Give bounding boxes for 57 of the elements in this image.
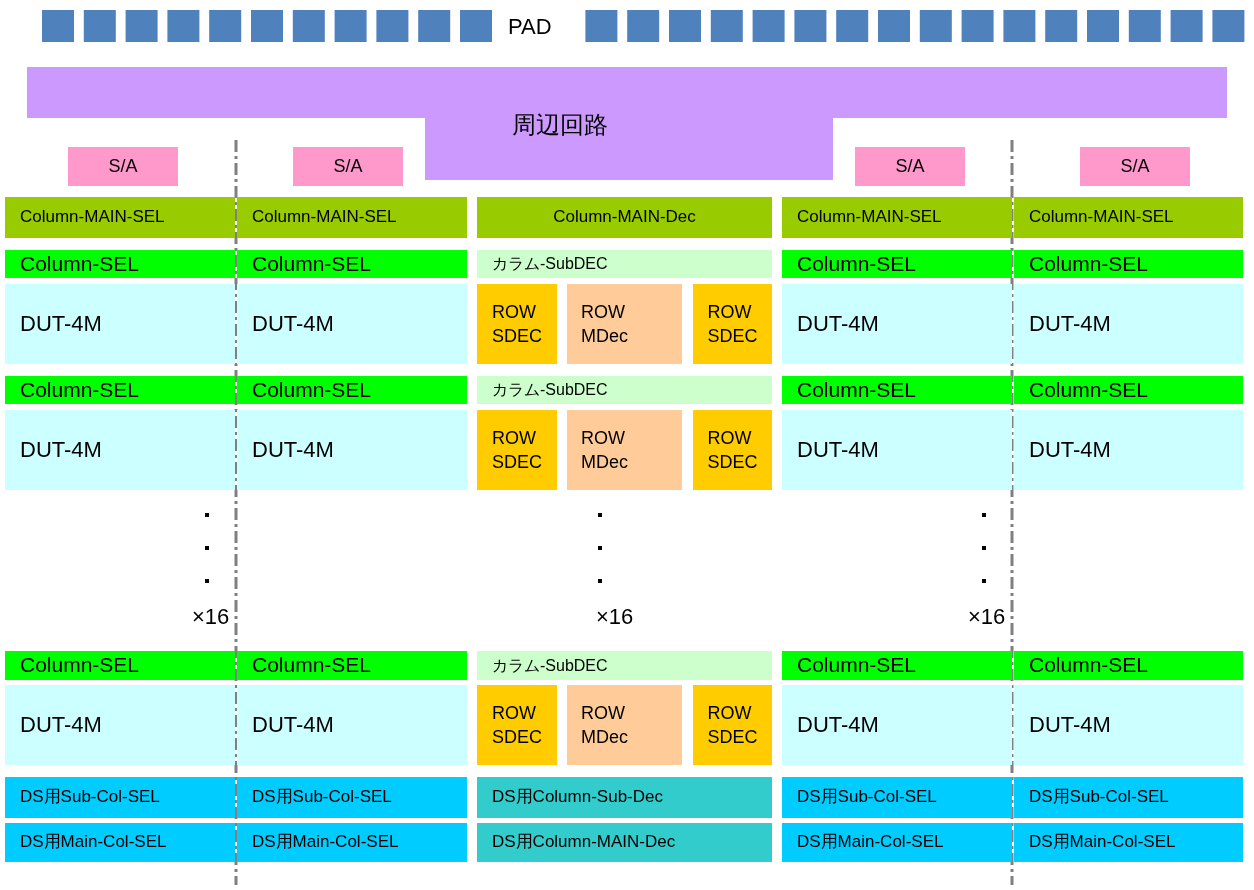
row-sub-decoder-block: ROW SDEC: [693, 685, 772, 765]
ds-column-select-block: DS用Main-Col-SEL: [237, 823, 467, 862]
memory-array-block: DUT-4M: [782, 284, 1012, 364]
column-main-decoder-block: Column-MAIN-Dec: [477, 197, 772, 238]
column-main-select-block: Column-MAIN-SEL: [5, 197, 235, 238]
column-main-select-block: Column-MAIN-SEL: [237, 197, 467, 238]
row-sub-decoder-block: ROW SDEC: [477, 410, 557, 490]
memory-array-block: DUT-4M: [237, 685, 467, 765]
column-sub-decoder-block: カラム-SubDEC: [477, 376, 772, 404]
memory-array-block: DUT-4M: [237, 284, 467, 364]
ds-column-select-block: DS用Main-Col-SEL: [782, 823, 1012, 862]
ds-column-select-block: DS用Sub-Col-SEL: [782, 777, 1012, 818]
column-select-block: Column-SEL: [5, 250, 235, 278]
ds-column-select-block: DS用Sub-Col-SEL: [5, 777, 235, 818]
ds-column-select-block: DS用Main-Col-SEL: [1014, 823, 1243, 862]
pad-label: PAD: [508, 14, 552, 40]
column-select-block: Column-SEL: [782, 376, 1012, 404]
row-sub-decoder-block: ROW SDEC: [693, 284, 772, 364]
row-sub-decoder-block: ROW SDEC: [693, 410, 772, 490]
column-sub-decoder-block: カラム-SubDEC: [477, 250, 772, 278]
column-select-block: Column-SEL: [782, 651, 1012, 680]
row-main-decoder-block: ROW MDec: [567, 284, 682, 364]
memory-array-block: DUT-4M: [5, 410, 235, 490]
sense-amp-block: S/A: [293, 147, 403, 186]
row-main-decoder-block: ROW MDec: [567, 410, 682, 490]
memory-array-block: DUT-4M: [5, 685, 235, 765]
ds-column-select-block: DS用Sub-Col-SEL: [237, 777, 467, 818]
column-select-block: Column-SEL: [237, 250, 467, 278]
memory-array-block: DUT-4M: [1014, 410, 1243, 490]
ds-column-decoder-block: DS用Column-Sub-Dec: [477, 777, 772, 818]
column-select-block: Column-SEL: [1014, 250, 1243, 278]
row-sub-decoder-block: ROW SDEC: [477, 685, 557, 765]
column-main-select-block: Column-MAIN-SEL: [1014, 197, 1243, 238]
ds-column-decoder-block: DS用Column-MAIN-Dec: [477, 823, 772, 862]
column-select-block: Column-SEL: [237, 651, 467, 680]
sense-amp-block: S/A: [855, 147, 965, 186]
ds-column-select-block: DS用Sub-Col-SEL: [1014, 777, 1243, 818]
ds-column-select-block: DS用Main-Col-SEL: [5, 823, 235, 862]
column-main-select-block: Column-MAIN-SEL: [782, 197, 1012, 238]
memory-array-block: DUT-4M: [782, 410, 1012, 490]
column-select-block: Column-SEL: [5, 376, 235, 404]
column-select-block: Column-SEL: [5, 651, 235, 680]
memory-array-block: DUT-4M: [782, 685, 1012, 765]
column-select-block: Column-SEL: [1014, 376, 1243, 404]
column-select-block: Column-SEL: [1014, 651, 1243, 680]
block-label: 周辺回路: [511, 110, 609, 140]
sense-amp-block: S/A: [1080, 147, 1190, 186]
column-sub-decoder-block: カラム-SubDEC: [477, 651, 772, 680]
memory-array-block: DUT-4M: [1014, 284, 1243, 364]
memory-array-block: DUT-4M: [1014, 685, 1243, 765]
memory-array-block: DUT-4M: [237, 410, 467, 490]
memory-array-block: DUT-4M: [5, 284, 235, 364]
column-select-block: Column-SEL: [237, 376, 467, 404]
row-main-decoder-block: ROW MDec: [567, 685, 682, 765]
row-sub-decoder-block: ROW SDEC: [477, 284, 557, 364]
column-select-block: Column-SEL: [782, 250, 1012, 278]
sense-amp-block: S/A: [68, 147, 178, 186]
